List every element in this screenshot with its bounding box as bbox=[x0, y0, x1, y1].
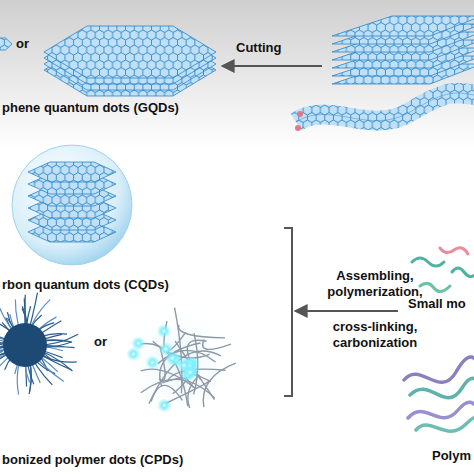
caption-label: Polym bbox=[432, 448, 471, 464]
caption-label: Small mo bbox=[408, 296, 466, 312]
process-label: cross-linking, carbonization bbox=[313, 319, 437, 351]
caption-label: rbon quantum dots (CQDs) bbox=[2, 277, 169, 293]
process-label: Assembling, polymerization, bbox=[313, 268, 437, 300]
or-label: or bbox=[16, 36, 29, 52]
caption-label: bonized polymer dots (CPDs) bbox=[2, 452, 183, 468]
or-label: or bbox=[94, 334, 107, 350]
caption-label: phene quantum dots (GQDs) bbox=[2, 100, 179, 116]
process-label: Cutting bbox=[236, 40, 281, 56]
